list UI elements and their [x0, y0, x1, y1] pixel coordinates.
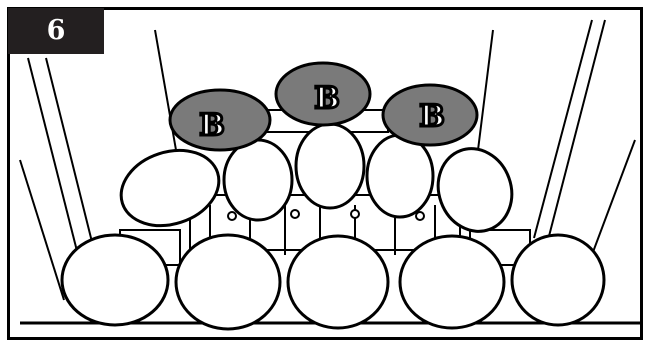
middle-row-logs [119, 122, 514, 233]
log [436, 147, 514, 233]
left-rail-outer [27, 57, 79, 256]
log [174, 233, 282, 331]
b-log-left [168, 88, 272, 152]
grate-hole [415, 211, 425, 221]
b-label-left: B [199, 108, 224, 143]
log [365, 133, 435, 219]
grate-hole [227, 211, 237, 221]
left-side-post [19, 159, 65, 301]
left-rail-inner [45, 57, 95, 251]
diagram-border [7, 7, 643, 340]
log [510, 233, 606, 327]
log [294, 122, 366, 210]
log [286, 234, 390, 330]
step-number: 6 [46, 15, 66, 46]
right-back-post [477, 29, 494, 151]
step-badge: 6 [8, 8, 104, 54]
right-side-post [589, 139, 636, 261]
log [60, 233, 170, 327]
front-row-logs [60, 233, 606, 331]
right-rail-outer [547, 19, 606, 241]
top-row-b-logs: B B B [168, 61, 479, 152]
b-label-right: B [419, 99, 444, 134]
right-rail-inner [533, 19, 593, 239]
log [398, 234, 506, 330]
b-log-center [274, 61, 372, 127]
b-label-center: B [314, 81, 339, 116]
grate-hole [290, 209, 300, 219]
log [222, 138, 294, 222]
b-log-right [381, 83, 479, 147]
log [119, 148, 221, 228]
grate-hole [350, 209, 360, 219]
